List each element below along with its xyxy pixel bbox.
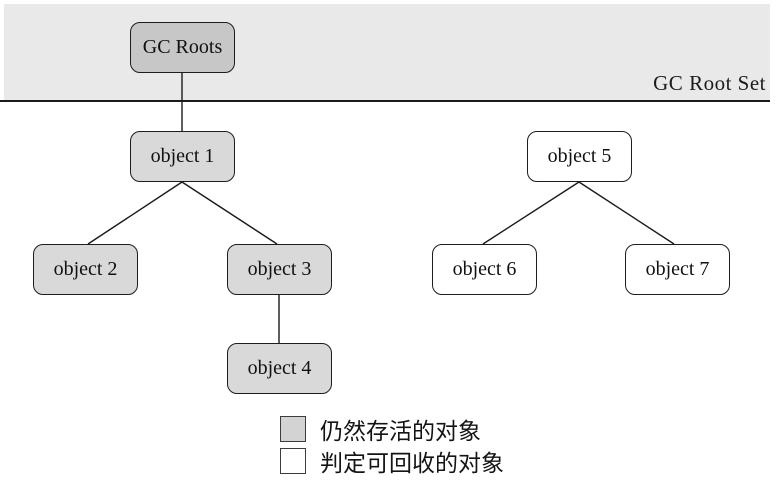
node-object-3: object 3	[227, 244, 332, 295]
node-object-6: object 6	[432, 244, 537, 295]
edge-object1-object3	[181, 181, 278, 245]
legend-swatch-collectable	[280, 447, 306, 474]
node-object-4: object 4	[227, 343, 332, 394]
legend-item-alive: 仍然存活的对象	[280, 415, 504, 444]
legend-label-collectable: 判定可回收的对象	[320, 450, 504, 476]
gc-root-set-divider-line	[0, 100, 770, 102]
edge-object5-object6	[482, 181, 580, 245]
legend-item-collectable: 判定可回收的对象	[280, 447, 504, 476]
node-gc-roots: GC Roots	[130, 22, 235, 73]
edge-object1-object2	[87, 181, 183, 245]
node-object-1: object 1	[130, 131, 235, 182]
node-object-2: object 2	[33, 244, 138, 295]
gc-root-set-label: GC Root Set	[653, 71, 766, 95]
node-object-7: object 7	[625, 244, 730, 295]
node-object-5: object 5	[527, 131, 632, 182]
edge-object5-object7	[578, 181, 675, 245]
legend-label-alive: 仍然存活的对象	[320, 418, 481, 444]
legend-swatch-alive	[280, 415, 306, 442]
legend: 仍然存活的对象 判定可回收的对象	[280, 415, 504, 479]
